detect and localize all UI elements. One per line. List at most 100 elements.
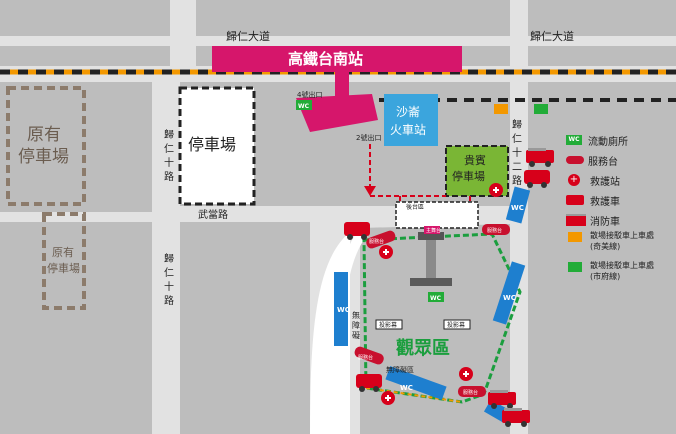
legend-label: 救護車 xyxy=(590,196,620,208)
shalun-station-label: 沙崙火車站 xyxy=(390,105,426,137)
road-label-guiren-10-upper-1: 歸 xyxy=(164,128,174,141)
block-right xyxy=(528,82,676,434)
road-label-guiren-10-upper-3: 十 xyxy=(164,156,174,169)
first-aid-icon-4 xyxy=(381,391,395,405)
walking-route xyxy=(369,144,471,214)
backstage-box xyxy=(395,201,479,229)
route-arrow xyxy=(364,186,376,196)
original-parking-top-line-2: 停車場 xyxy=(18,147,69,167)
block-upper-right xyxy=(528,46,676,66)
service-pill-3 xyxy=(354,346,384,365)
vip-parking-line-1: 貴賓 xyxy=(464,153,486,167)
road-label-guiren-ave-left: 歸仁大道 xyxy=(226,29,270,43)
block-top-left xyxy=(0,0,170,36)
legend: WC 流動廁所 服務台 + 救護站 救護車 消防車 散場接駁車上車處 (奇美線)… xyxy=(566,130,674,290)
legend-label: 散場接駁車上車處 xyxy=(590,231,654,240)
first-aid-icon: + xyxy=(568,174,580,186)
hsr-station-building xyxy=(296,94,378,132)
road-label-guiren-10-lower-2: 仁 xyxy=(164,267,174,279)
block-upper-left xyxy=(0,46,170,66)
road-label-guiren-10-lower-1: 歸 xyxy=(164,252,174,265)
legend-label: 服務台 xyxy=(588,156,618,168)
orange-bus-stop-icon xyxy=(568,232,582,242)
hsr-station-bar xyxy=(212,46,462,72)
stage-label: 主舞台 xyxy=(426,227,441,234)
ambulance-icon-3 xyxy=(356,374,382,392)
green-bus-stop-marker xyxy=(534,104,548,114)
exit-4-label: 4號出口 xyxy=(297,90,322,99)
fire-truck-icon-2 xyxy=(488,390,516,409)
first-aid-icon-1 xyxy=(379,245,393,259)
service-pill-2 xyxy=(482,224,510,235)
new-parking-label: 停車場 xyxy=(188,135,236,154)
projection-screen-left xyxy=(375,319,403,330)
legend-label: 消防車 xyxy=(590,216,620,228)
accessible-left-3: 礙 xyxy=(352,330,360,340)
fire-truck-icon-1 xyxy=(526,148,554,167)
legend-item-green-bus: 散場接駁車上車處 (市府線) xyxy=(566,260,674,290)
wc-bar-left-text: WC xyxy=(337,306,350,314)
shalun-station-line-2: 火車站 xyxy=(390,123,426,137)
vip-parking-line-2: 停車場 xyxy=(452,169,485,183)
legend-label-group: 散場接駁車上車處 (市府線) xyxy=(590,260,654,282)
ambulance-icon-1 xyxy=(344,222,370,240)
ambulance-icon-2 xyxy=(524,170,550,188)
legend-sublabel: (市府線) xyxy=(590,272,621,281)
projection-right-label: 投影幕 xyxy=(447,321,465,329)
hsr-station-label: 高鐵台南站 xyxy=(288,50,363,68)
block-south xyxy=(180,222,310,434)
accessible-left-label: 無障礙 xyxy=(352,310,360,340)
projection-screen-right xyxy=(443,319,471,330)
vip-parking-label: 貴賓停車場 xyxy=(452,153,486,183)
wc-badge-center xyxy=(428,292,444,302)
legend-label-group: 散場接駁車上車處 (奇美線) xyxy=(590,230,654,252)
ambulance-icon xyxy=(566,195,584,205)
legend-sublabel: (奇美線) xyxy=(590,242,621,251)
wc-bar-right-text: WC xyxy=(503,294,516,302)
service-pill-3-text: 服務台 xyxy=(358,354,373,361)
wc-icon: WC xyxy=(566,135,582,145)
legend-item-wc: WC 流動廁所 xyxy=(566,130,674,150)
road-label-guiren-10-lower: 歸仁十路 xyxy=(164,252,174,307)
service-pill-4 xyxy=(458,386,486,397)
road-label-wudang: 武當路 xyxy=(198,208,228,221)
stage-base xyxy=(410,278,452,286)
original-parking-bottom-line-2: 停車場 xyxy=(47,261,80,275)
road-label-guiren-12-5: 路 xyxy=(512,174,522,187)
legend-item-orange-bus: 散場接駁車上車處 (奇美線) xyxy=(566,230,674,260)
wc-bar-bottom xyxy=(385,366,447,400)
original-parking-top-line-1: 原有 xyxy=(27,125,61,145)
service-pill-2-text: 服務台 xyxy=(487,227,502,234)
road-label-guiren-12-3: 十 xyxy=(512,146,522,159)
green-bus-stop-icon xyxy=(568,262,582,272)
wc-bar-upper-right xyxy=(505,186,531,224)
original-parking-bottom-line-1: 原有 xyxy=(52,245,74,259)
original-parking-bottom-border xyxy=(42,212,86,310)
backstage-label: 後台區 xyxy=(406,203,424,211)
first-aid-icon-3 xyxy=(459,367,473,381)
accessible-left-1: 無 xyxy=(352,310,360,320)
legend-label: 散場接駁車上車處 xyxy=(590,261,654,270)
shalun-station-line-1: 沙崙 xyxy=(396,105,420,119)
block-top-center xyxy=(196,0,510,36)
wc-badge-station-text: WC xyxy=(298,103,310,110)
road-label-guiren-12: 歸仁十二路 xyxy=(512,118,522,187)
road-label-guiren-12-1: 歸 xyxy=(512,118,522,131)
block-left-lower xyxy=(0,222,152,434)
road-label-guiren-10-lower-3: 十 xyxy=(164,280,174,293)
road-label-guiren-ave-right: 歸仁大道 xyxy=(530,29,574,43)
stage-runway xyxy=(426,240,436,280)
wc-badge-station xyxy=(296,100,312,110)
block-left-upper xyxy=(0,82,152,212)
accessible-bottom-label: 無障礙區 xyxy=(386,365,414,374)
legend-item-ambulance: 救護車 xyxy=(566,190,674,210)
wc-bar-right xyxy=(492,261,526,325)
road-label-guiren-12-2: 仁 xyxy=(512,133,522,145)
audience-area-label: 觀眾區 xyxy=(396,338,450,359)
original-parking-bottom-label: 原有停車場 xyxy=(47,245,80,275)
original-parking-top-border xyxy=(6,86,86,206)
new-parking-border xyxy=(178,86,256,206)
road-label-guiren-12-4: 二 xyxy=(512,162,522,173)
stage-top xyxy=(418,232,444,240)
